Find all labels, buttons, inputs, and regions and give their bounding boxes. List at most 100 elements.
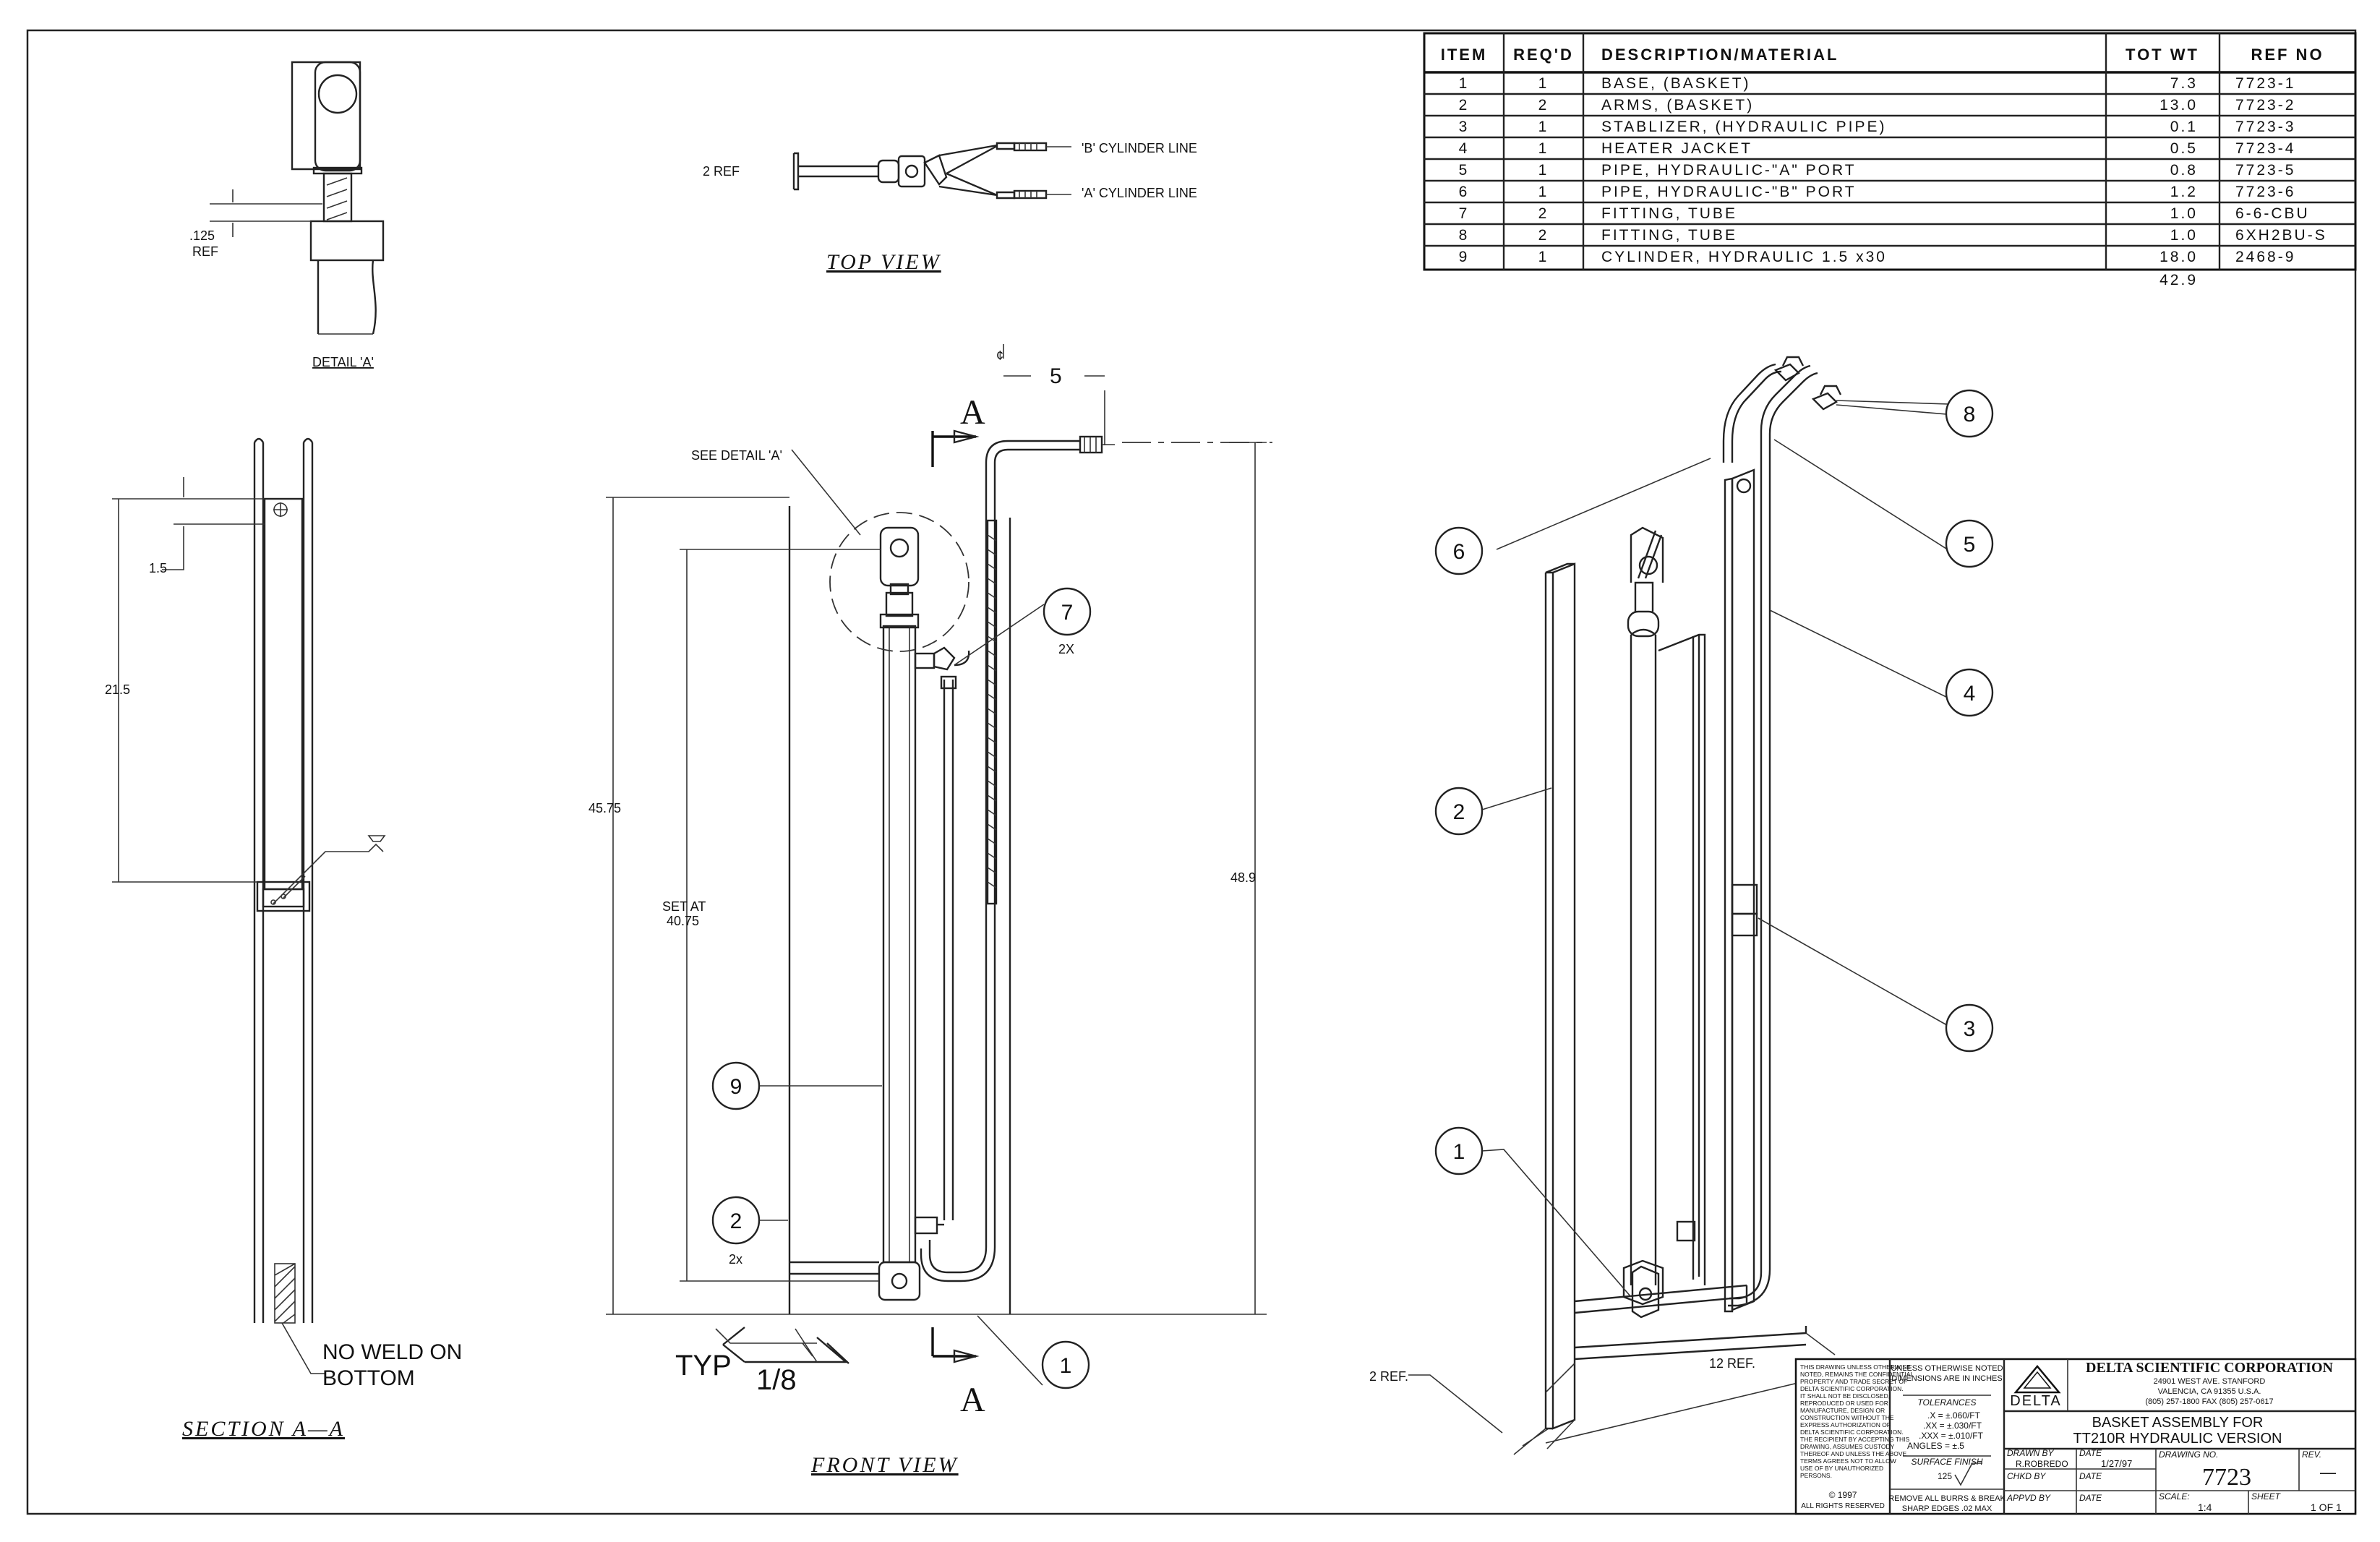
bom-cell-wt: 13.0: [2159, 97, 2198, 113]
svg-text:1: 1: [1453, 1140, 1465, 1164]
bom-row: 6 1 PIPE, HYDRAULIC-"B" PORT 1.2 7723-6: [1459, 184, 2295, 200]
tb-surf-val: 125: [1938, 1471, 1952, 1481]
tb-conf7: MANUFACTURE, DESIGN OR: [1800, 1407, 1885, 1414]
bom-cell-item: 1: [1459, 75, 1470, 92]
top-view-a-line: 'A' CYLINDER LINE: [1082, 186, 1197, 200]
balloon-1-iso: 1: [1434, 1126, 1484, 1175]
title-logo-text: DELTA: [2010, 1393, 2062, 1409]
tb-conf11: THE RECIPIENT BY ACCEPTING THIS: [1800, 1436, 1909, 1443]
bom-cell-desc: PIPE, HYDRAULIC-"B" PORT: [1601, 184, 1857, 200]
svg-text:8: 8: [1964, 403, 1976, 427]
tb-date-label: DATE: [2079, 1448, 2102, 1458]
surface-finish-icon: [1954, 1462, 1982, 1486]
bom-cell-reqd: 1: [1538, 75, 1549, 92]
bom-cell-wt: 0.1: [2170, 119, 2198, 135]
tb-dwg-label: DRAWING NO.: [2159, 1449, 2218, 1460]
svg-text:6: 6: [1453, 540, 1465, 564]
bom-header-reqd: REQ'D: [1513, 46, 1574, 64]
bom-cell-reqd: 1: [1538, 184, 1549, 200]
top-view-b-line: 'B' CYLINDER LINE: [1082, 141, 1197, 155]
bom-cell-wt: 7.3: [2170, 75, 2198, 92]
bom-cell-reqd: 1: [1538, 119, 1549, 135]
title-company: DELTA SCIENTIFIC CORPORATION: [2086, 1360, 2333, 1376]
bom-cell-item: 5: [1459, 162, 1470, 179]
bom-cell-wt: 1.2: [2170, 184, 2198, 200]
tb-copyright: © 1997: [1829, 1490, 1857, 1500]
front-set-val: 40.75: [667, 914, 699, 928]
bom-cell-desc: ARMS, (BASKET): [1601, 97, 1754, 113]
tb-dwg-no: 7723: [2202, 1464, 2251, 1491]
title-addr2: VALENCIA, CA 91355 U.S.A.: [2158, 1387, 2261, 1396]
bom-cell-wt: 18.0: [2159, 249, 2198, 265]
tb-tol3: .XXX = ±.010/FT: [1919, 1431, 1984, 1441]
balloon-4: 4: [1945, 668, 1994, 717]
tb-tol-title: TOLERANCES: [1917, 1397, 1976, 1408]
tb-conf8: CONSTRUCTION WITHOUT THE: [1800, 1414, 1894, 1421]
tb-conf3: PROPERTY AND TRADE SECRET OF: [1800, 1378, 1907, 1385]
bom-cell-reqd: 2: [1538, 97, 1549, 113]
balloon-2-iso: 2: [1434, 787, 1484, 836]
bom-table: ITEM REQ'D DESCRIPTION/MATERIAL TOT WT R…: [1423, 32, 2357, 288]
isometric-view: 2 REF. 12 REF.: [1369, 356, 1850, 1455]
tb-drawn-by: R.ROBREDO: [2016, 1459, 2068, 1469]
bom-cell-desc: CYLINDER, HYDRAULIC 1.5 x30: [1601, 249, 1887, 265]
bom-cell-item: 9: [1459, 249, 1470, 265]
front-see-detail: SEE DETAIL 'A': [691, 448, 782, 463]
tb-tol1: .X = ±.060/FT: [1927, 1410, 1981, 1421]
svg-text:4: 4: [1964, 682, 1976, 706]
tb-surf-title: SURFACE FINISH: [1911, 1457, 1982, 1467]
top-view: 2 REF 'B' CYLINDER LINE 'A' CYLINDER LIN…: [703, 141, 1197, 274]
balloon-7: 7: [1043, 587, 1092, 636]
front-dim-489: 48.9: [1230, 870, 1256, 885]
bom-cell-item: 4: [1459, 140, 1470, 157]
bom-total-weight: 42.9: [2159, 272, 2198, 288]
front-cut-a-top: A: [960, 393, 985, 432]
bom-cell-wt: 0.5: [2170, 140, 2198, 157]
tb-date-label-2: DATE: [2079, 1471, 2102, 1481]
bom-header-item: ITEM: [1441, 46, 1488, 64]
bom-cell-desc: PIPE, HYDRAULIC-"A" PORT: [1601, 162, 1857, 179]
balloon-9: 9: [711, 1061, 761, 1110]
svg-text:5: 5: [1964, 533, 1976, 557]
balloon-5: 5: [1945, 519, 1994, 568]
bom-cell-desc: FITTING, TUBE: [1601, 205, 1737, 222]
tb-tol-hdr2: DIMENSIONS ARE IN INCHES: [1891, 1374, 2002, 1383]
front-cl: ¢: [996, 348, 1003, 363]
tb-burr1: REMOVE ALL BURRS & BREAK: [1888, 1494, 2006, 1503]
balloon-callouts: 7 9 2 1 8 6 5 4 3 2 1: [711, 389, 1994, 1389]
bom-cell-item: 7: [1459, 205, 1470, 222]
tb-date: 1/27/97: [2101, 1458, 2132, 1469]
section-note-line1: NO WELD ON: [322, 1340, 462, 1364]
tb-tol-hdr1: UNLESS OTHERWISE NOTED: [1891, 1364, 2003, 1373]
balloon-3: 3: [1945, 1003, 1994, 1053]
bom-cell-item: 2: [1459, 97, 1470, 113]
tb-rev-label: REV.: [2302, 1449, 2321, 1460]
section-note-line2: BOTTOM: [322, 1366, 415, 1390]
bom-cell-item: 8: [1459, 227, 1470, 244]
detail-a-ref: REF: [192, 244, 218, 259]
tb-rev: —: [2320, 1463, 2336, 1481]
bom-cell-ref: 7723-4: [2235, 140, 2295, 157]
detail-a-dim: .125: [189, 228, 215, 243]
bom-cell-item: 6: [1459, 184, 1470, 200]
tb-scale-label: SCALE:: [2159, 1491, 2190, 1502]
title-addr1: 24901 WEST AVE. STANFORD: [2154, 1377, 2266, 1386]
bom-cell-ref: 7723-3: [2235, 119, 2295, 135]
svg-text:3: 3: [1964, 1017, 1976, 1041]
title-addr3: (805) 257-1800 FAX (805) 257-0617: [2145, 1397, 2273, 1406]
tb-conf6: REPRODUCED OR USED FOR: [1800, 1400, 1888, 1407]
bom-cell-reqd: 2: [1538, 205, 1549, 222]
detail-a-title: DETAIL 'A': [312, 355, 374, 369]
section-dim-215: 21.5: [105, 682, 130, 697]
bom-cell-ref: 2468-9: [2235, 249, 2295, 265]
title-block: DELTA DELTA SCIENTIFIC CORPORATION 24901…: [1794, 1358, 2357, 1515]
sheet-border: [26, 29, 2357, 1515]
bom-cell-ref: 7723-6: [2235, 184, 2295, 200]
bom-cell-ref: 6XH2BU-S: [2235, 227, 2327, 244]
tb-conf15: USE OF BY UNAUTHORIZED: [1800, 1465, 1883, 1472]
